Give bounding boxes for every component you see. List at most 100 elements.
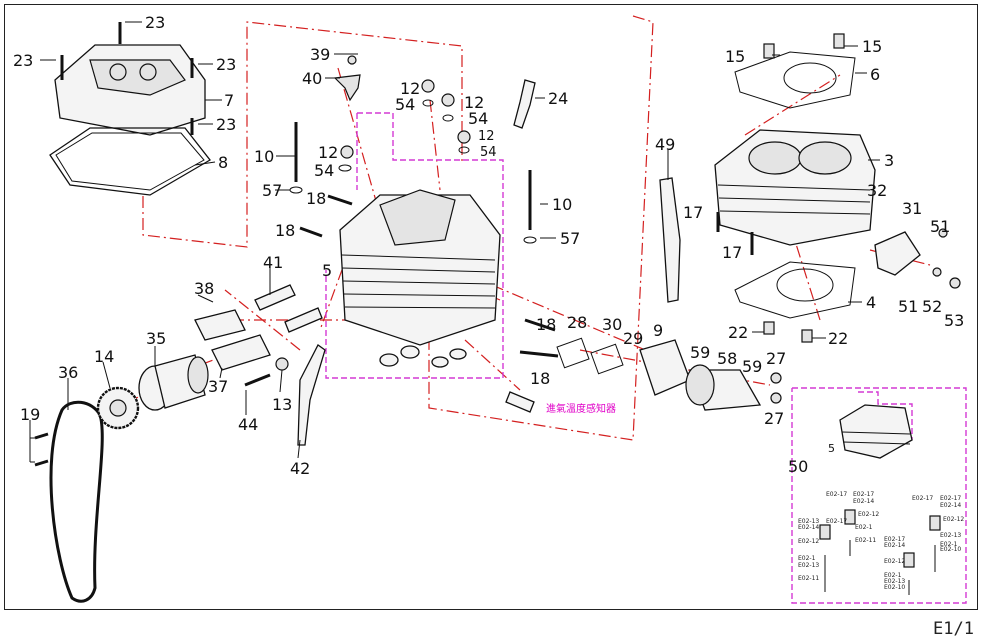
inset-code: E02-1 [798, 555, 816, 562]
callout-42: 42 [290, 459, 310, 478]
callout-numbers: 23 23 23 23 7 8 39 40 12 12 12 12 54 54 … [13, 13, 964, 478]
inset-code: E02-17 [884, 536, 905, 543]
callout-18-d: 18 [530, 369, 550, 388]
callout-5: 5 [322, 261, 332, 280]
callout-6: 6 [870, 65, 880, 84]
inset-code: E02-11 [798, 575, 819, 582]
inset-code: E02-12 [798, 538, 819, 545]
page-number: E1/1 [933, 619, 974, 639]
chain-tensioner-part [659, 177, 681, 303]
callout-15-left: 15 [725, 47, 745, 66]
callout-5-inset: 5 [828, 442, 835, 455]
callout-18-b: 18 [275, 221, 295, 240]
callout-58: 58 [717, 349, 737, 368]
chain-guide-part [297, 344, 326, 446]
inset-code: E02-13 [798, 562, 819, 569]
spark-plug-part [513, 79, 536, 129]
callout-17-a: 17 [683, 203, 703, 222]
callout-29: 29 [623, 329, 643, 348]
callout-32: 32 [867, 181, 887, 200]
callout-19: 19 [20, 405, 40, 424]
callout-7: 7 [224, 91, 234, 110]
callout-52: 52 [922, 297, 942, 316]
head-cover-part [54, 44, 206, 136]
callout-30: 30 [602, 315, 622, 334]
inset-code: E02-14 [798, 524, 819, 531]
callout-37: 37 [208, 377, 228, 396]
inset-code: E02-14 [940, 502, 961, 509]
callout-9: 9 [653, 321, 663, 340]
callout-54-b: 54 [468, 109, 488, 128]
callout-44: 44 [238, 415, 258, 434]
callout-54-c: 54 [480, 145, 497, 160]
callout-8: 8 [218, 153, 228, 172]
inset-code: E02-10 [884, 584, 905, 591]
callout-57-left: 57 [262, 181, 282, 200]
diagram-frame [4, 4, 978, 610]
inset-code: E02-13 [884, 578, 905, 585]
callout-54-a: 54 [395, 95, 415, 114]
cam-chain-part [49, 400, 104, 603]
callout-12-c: 12 [478, 129, 495, 144]
callout-54-d: 54 [314, 161, 334, 180]
callout-59-b: 59 [742, 357, 762, 376]
inset-code: E02-17 [940, 495, 961, 502]
inset-code: E02-13 [940, 532, 961, 539]
water-housing-part [874, 231, 921, 276]
cylinder-head-part [339, 189, 501, 346]
inset-code: E02-12 [858, 511, 879, 518]
callout-22-right: 22 [828, 329, 848, 348]
callout-51-b: 51 [898, 297, 918, 316]
callout-18-c: 18 [536, 315, 556, 334]
callout-15-right: 15 [862, 37, 882, 56]
inset-code: E02-14 [884, 542, 905, 549]
inset-code: E02-17 [826, 491, 847, 498]
callout-10-right: 10 [552, 195, 572, 214]
rocker-arms-part [194, 309, 271, 371]
callout-22-left: 22 [728, 323, 748, 342]
callout-3: 3 [884, 151, 894, 170]
inset-code: E02-1 [855, 524, 873, 531]
inset-code: E02-11 [855, 537, 876, 544]
valve-seals-part [379, 345, 467, 368]
inset-code: E02-17 [853, 491, 874, 498]
rocker-shafts-part [254, 284, 323, 333]
cam-sprocket-part [96, 386, 140, 430]
inset-code: E02-1 [884, 572, 902, 579]
callout-40: 40 [302, 69, 322, 88]
inset-code: E02-13 [798, 518, 819, 525]
cylinder-gaskets-part [734, 51, 856, 319]
callout-49: 49 [655, 135, 675, 154]
callout-10-left: 10 [254, 147, 274, 166]
inset-code: E02-12 [884, 558, 905, 565]
callout-51-a: 51 [930, 217, 950, 236]
callout-57-right: 57 [560, 229, 580, 248]
inset-head-assembly-part [819, 404, 941, 595]
intake-temp-sensor-label: 進氣溫度感知器 [546, 402, 616, 415]
callout-23-top: 23 [145, 13, 165, 32]
head-cover-gasket-part [49, 127, 211, 196]
callout-35: 35 [146, 329, 166, 348]
intake-temp-sensor-part [505, 391, 535, 413]
callout-23-right: 23 [216, 55, 236, 74]
fasteners-part [34, 22, 961, 467]
callout-28: 28 [567, 313, 587, 332]
callout-18-a: 18 [306, 189, 326, 208]
callout-31: 31 [902, 199, 922, 218]
inset-code: E02-17 [912, 495, 933, 502]
callout-12-a: 12 [400, 79, 420, 98]
callout-4: 4 [866, 293, 876, 312]
callout-13: 13 [272, 395, 292, 414]
callout-23-lower: 23 [216, 115, 236, 134]
callout-39: 39 [310, 45, 330, 64]
callout-41: 41 [263, 253, 283, 272]
callout-50: 50 [788, 457, 808, 476]
intake-gaskets-part [556, 337, 624, 375]
callout-12-b: 12 [464, 93, 484, 112]
intake-manifold-part [639, 339, 762, 411]
callout-24: 24 [548, 89, 568, 108]
callout-23-left: 23 [13, 51, 33, 70]
callout-38: 38 [194, 279, 214, 298]
